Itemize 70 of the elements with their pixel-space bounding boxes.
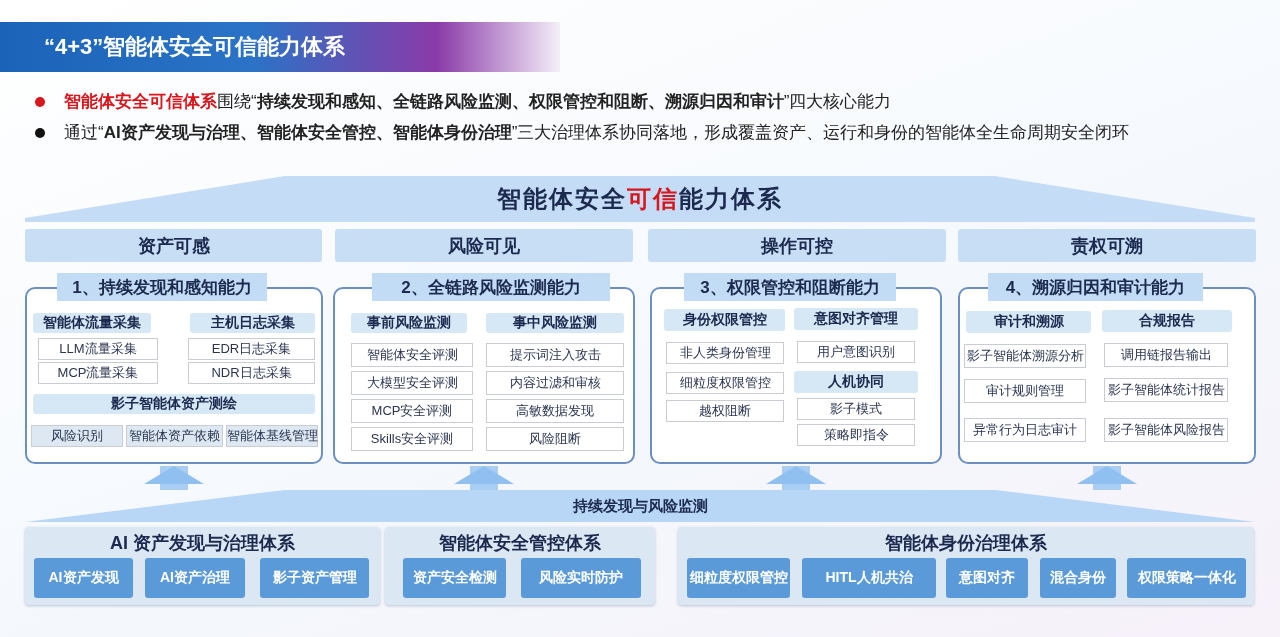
item-box: MCP流量采集 xyxy=(38,362,158,384)
item-box: 越权阻断 xyxy=(666,400,784,422)
section-header: 主机日志采集 xyxy=(190,313,315,333)
banner-title: 持续发现与风险监测 xyxy=(571,495,709,516)
system-panel xyxy=(385,527,655,605)
item-box: 影子智能体溯源分析 xyxy=(964,344,1086,368)
block-arrow xyxy=(1077,466,1137,490)
item-box: NDR日志采集 xyxy=(188,362,315,384)
capability-button: 影子资产管理 xyxy=(260,558,369,598)
block-arrow xyxy=(454,466,514,490)
capability-button: 细粒度权限管控 xyxy=(687,558,790,598)
capability-button: 资产安全检测 xyxy=(403,558,506,598)
item-box: 策略即指令 xyxy=(797,424,915,446)
item-box: 审计规则管理 xyxy=(964,379,1086,403)
item-box: 智能体资产依赖 xyxy=(126,425,223,447)
system-panel xyxy=(25,527,380,605)
panel-heading: 3、权限管控和阻断能力 xyxy=(684,273,896,301)
item-box: 智能体安全评测 xyxy=(351,343,473,367)
bullet-text: 智能体安全可信体系围绕“持续发现和感知、全链路风险监测、权限管控和阻断、溯源归因和审计”四大核心能力 xyxy=(64,91,892,113)
item-box: MCP安全评测 xyxy=(351,399,473,423)
capability-button: 权限策略一体化 xyxy=(1127,558,1246,598)
group-title: 智能体身份治理体系 xyxy=(884,532,1048,555)
group-title: AI 资产发现与治理体系 xyxy=(109,532,296,555)
capability-button: HITL人机共治 xyxy=(802,558,936,598)
item-box: 影子智能体统计报告 xyxy=(1104,378,1228,402)
item-box: 提示词注入攻击 xyxy=(486,343,624,367)
capability-button: 混合身份 xyxy=(1040,558,1116,598)
column-header: 责权可溯 xyxy=(958,229,1256,262)
section-header: 审计和溯源 xyxy=(966,311,1091,333)
panel-heading: 4、溯源归因和审计能力 xyxy=(988,273,1203,301)
column-header: 资产可感 xyxy=(25,229,322,262)
section-header: 合规报告 xyxy=(1102,310,1232,332)
item-box: 影子模式 xyxy=(797,398,915,420)
item-box: 用户意图识别 xyxy=(797,341,915,363)
item-box: 影子智能体风险报告 xyxy=(1104,418,1228,442)
section-header: 事前风险监测 xyxy=(351,313,467,333)
item-box: Skills安全评测 xyxy=(351,427,473,451)
item-box: 智能体基线管理 xyxy=(226,425,318,447)
section-header: 事中风险监测 xyxy=(486,313,624,333)
section-header: 身份权限管控 xyxy=(664,309,785,331)
item-box: 高敏数据发现 xyxy=(486,399,624,423)
capability-button: AI资产发现 xyxy=(34,558,133,598)
block-arrow xyxy=(144,466,204,490)
item-box: 大模型安全评测 xyxy=(351,371,473,395)
group-title: 智能体安全管控体系 xyxy=(438,532,602,555)
item-box: 内容过滤和审核 xyxy=(486,371,624,395)
capability-button: 风险实时防护 xyxy=(521,558,641,598)
section-header: 意图对齐管理 xyxy=(794,308,918,330)
item-box: 非人类身份管理 xyxy=(666,342,784,364)
banner-title: 智能体安全可信能力体系 xyxy=(496,184,784,214)
column-header: 风险可见 xyxy=(335,229,633,262)
item-box: LLM流量采集 xyxy=(38,338,158,360)
capability-button: AI资产治理 xyxy=(145,558,245,598)
column-header: 操作可控 xyxy=(648,229,946,262)
system-panel xyxy=(678,527,1254,605)
item-box: 风险阻断 xyxy=(486,427,624,451)
section-header: 人机协同 xyxy=(794,371,918,393)
panel-heading: 2、全链路风险监测能力 xyxy=(372,273,610,301)
capability-button: 意图对齐 xyxy=(946,558,1028,598)
item-box: 调用链报告输出 xyxy=(1104,343,1228,367)
panel-heading: 1、持续发现和感知能力 xyxy=(57,273,267,301)
section-header: 影子智能体资产测绘 xyxy=(33,394,315,414)
block-arrow xyxy=(766,466,826,490)
bullet-text: 通过“AI资产发现与治理、智能体安全管控、智能体身份治理”三大治理体系协同落地，形成覆盖资产、运行和身份的智能体全生命周期安全闭环 xyxy=(64,122,1130,144)
item-box: EDR日志采集 xyxy=(188,338,315,360)
item-box: 异常行为日志审计 xyxy=(964,418,1086,442)
item-box: 风险识别 xyxy=(31,425,123,447)
slide-title: “4+3”智能体安全可信能力体系 xyxy=(44,33,346,61)
item-box: 细粒度权限管控 xyxy=(666,372,784,394)
section-header: 智能体流量采集 xyxy=(33,313,151,333)
